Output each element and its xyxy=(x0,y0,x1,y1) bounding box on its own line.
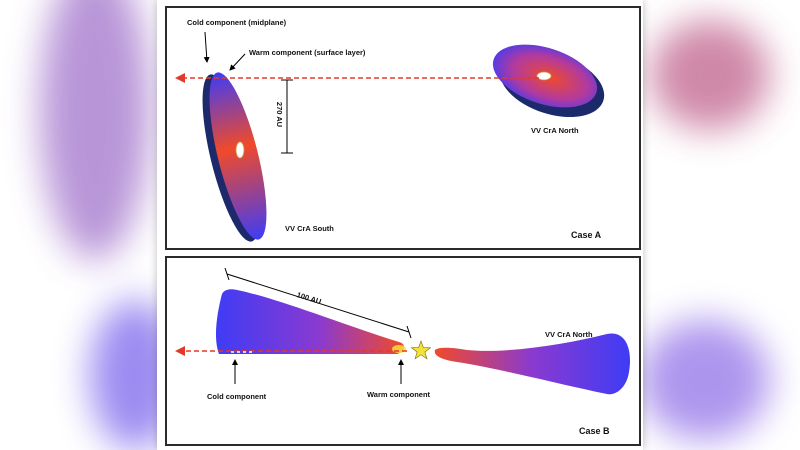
label-vv-cra-north-a: VV CrA North xyxy=(531,126,579,135)
star-north-icon xyxy=(536,71,552,81)
label-cold-component: Cold component xyxy=(207,392,267,401)
panel-b-diagram xyxy=(175,267,631,395)
background-blur-left-top xyxy=(40,0,150,260)
label-warm-component: Warm component xyxy=(367,390,431,399)
label-cold-component-midplane: Cold component (midplane) xyxy=(187,18,287,27)
figure-page: Cold component (midplane) Warm component… xyxy=(157,0,643,450)
label-warm-component-surface: Warm component (surface layer) xyxy=(249,48,366,57)
dimension-100au xyxy=(224,267,412,339)
arrow-cold-component-a xyxy=(203,31,210,63)
label-270au: 270 AU xyxy=(275,101,285,128)
panel-case-b: 100 AU VV CrA North Cold component Warm … xyxy=(165,256,641,446)
label-case-a: Case A xyxy=(571,230,602,240)
disk-south xyxy=(202,72,267,242)
sightline-a-arrowhead xyxy=(175,73,185,83)
panel-a-diagram xyxy=(175,31,605,242)
background-blur-right-top xyxy=(650,20,770,130)
label-vv-cra-north-b: VV CrA North xyxy=(545,330,593,339)
disk-right-flared xyxy=(434,333,631,395)
star-south-icon xyxy=(235,141,245,159)
disk-north xyxy=(492,44,605,118)
label-case-b: Case B xyxy=(579,426,610,436)
warm-component-spot xyxy=(392,345,406,353)
panel-case-a: Cold component (midplane) Warm component… xyxy=(165,6,641,250)
arrow-warm-component-a xyxy=(229,53,246,71)
dimension-270au xyxy=(281,79,293,154)
disk-left-flared xyxy=(215,289,405,354)
sightline-b-arrowhead xyxy=(175,346,185,356)
background-blur-right-bottom xyxy=(640,320,770,440)
star-icon xyxy=(410,340,432,360)
label-vv-cra-south: VV CrA South xyxy=(285,224,334,233)
